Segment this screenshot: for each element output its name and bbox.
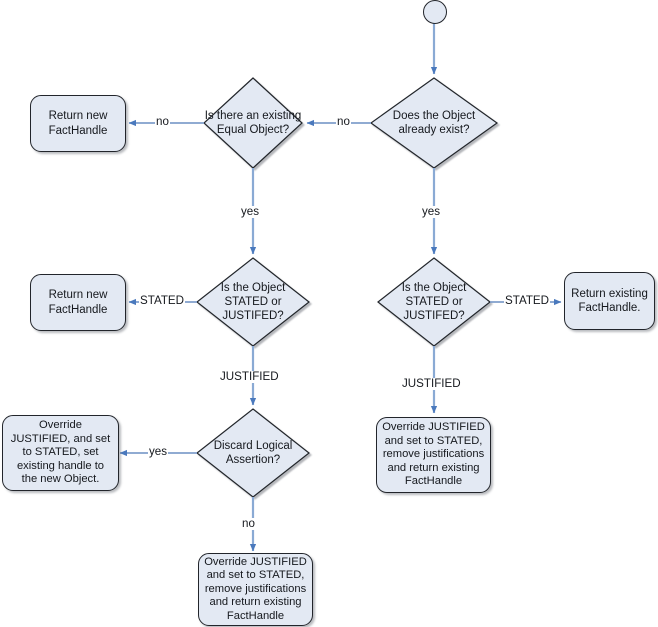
process-text-override-remove-justifications-bottom: Override JUSTIFIED and set to STATED, re…	[204, 555, 307, 622]
decision-text-stated-or-justified-right: Is the Object STATED or JUSTIFED?	[401, 281, 467, 323]
edge-label-text-exist-yes: yes	[422, 205, 441, 218]
decision-text-does-object-exist: Does the Object already exist?	[392, 109, 476, 136]
decision-text-discard-logical-assertion: Discard Logical Assertion?	[213, 439, 293, 466]
edge-label-text-discard-yes: yes	[149, 445, 168, 458]
decision-shape-does-object-exist	[369, 77, 499, 169]
start-node	[423, 0, 447, 24]
process-box-override-set-existing-handle: Override JUSTIFIED, and set to STATED, s…	[2, 415, 119, 491]
edge-label-text-equal-no: no	[156, 115, 169, 128]
process-box-return-new-facthandle-top: Return new FactHandle	[30, 95, 126, 152]
edge-label-text-left-justified: JUSTIFIED	[220, 370, 279, 383]
edge-label-text-right-stated: STATED	[505, 294, 550, 307]
edge-label-discard-yes: yes	[148, 445, 169, 458]
edge-label-equal-yes: yes	[240, 205, 261, 218]
process-box-return-existing-facthandle: Return existing FactHandle.	[564, 272, 655, 330]
process-text-override-remove-justifications-right: Override JUSTIFIED and set to STATED, re…	[382, 421, 485, 488]
decision-text-existing-equal-object: Is there an existing Equal Object?	[204, 109, 302, 136]
process-text-return-new-facthandle-top: Return new FactHandle	[48, 110, 108, 137]
decision-text-stated-or-justified-left: Is the Object STATED or JUSTIFED?	[220, 281, 286, 323]
edge-label-right-justified: JUSTIFIED	[401, 378, 462, 390]
process-box-override-remove-justifications-right: Override JUSTIFIED and set to STATED, re…	[376, 417, 491, 493]
edge-label-text-right-justified: JUSTIFIED	[402, 377, 461, 390]
decision-shape-existing-equal-object	[203, 77, 303, 169]
process-text-return-new-facthandle-mid: Return new FactHandle	[48, 289, 108, 316]
edge-label-equal-no: no	[155, 116, 170, 128]
decision-label-does-object-exist: Does the Object already exist?	[379, 95, 489, 151]
decision-shape-stated-or-justified-left	[196, 257, 310, 347]
edge-label-text-equal-yes: yes	[241, 205, 260, 218]
edge-label-text-left-stated: STATED	[140, 294, 185, 307]
decision-shape-discard-logical-assertion	[196, 408, 310, 498]
edge-label-exist-no: no	[336, 116, 351, 128]
edge-label-text-discard-no: no	[242, 517, 255, 530]
process-text-override-set-existing-handle: Override JUSTIFIED, and set to STATED, s…	[10, 419, 111, 486]
decision-shape-stated-or-justified-right	[377, 257, 491, 347]
process-text-return-existing-facthandle: Return existing FactHandle.	[571, 287, 648, 314]
decision-label-discard-logical-assertion: Discard Logical Assertion?	[198, 430, 308, 476]
decision-label-stated-or-justified-right: Is the Object STATED or JUSTIFED?	[381, 272, 487, 332]
decision-label-existing-equal-object: Is there an existing Equal Object?	[204, 95, 302, 151]
process-box-return-new-facthandle-mid: Return new FactHandle	[30, 274, 126, 331]
edge-label-exist-yes: yes	[421, 205, 442, 218]
edge-label-text-exist-no: no	[337, 115, 350, 128]
edge-label-right-stated: STATED	[504, 294, 551, 307]
process-box-override-remove-justifications-bottom: Override JUSTIFIED and set to STATED, re…	[198, 553, 313, 626]
decision-label-stated-or-justified-left: Is the Object STATED or JUSTIFED?	[200, 272, 306, 332]
edge-label-left-justified: JUSTIFIED	[219, 371, 280, 383]
edge-label-left-stated: STATED	[139, 294, 186, 307]
edge-label-discard-no: no	[241, 518, 256, 530]
